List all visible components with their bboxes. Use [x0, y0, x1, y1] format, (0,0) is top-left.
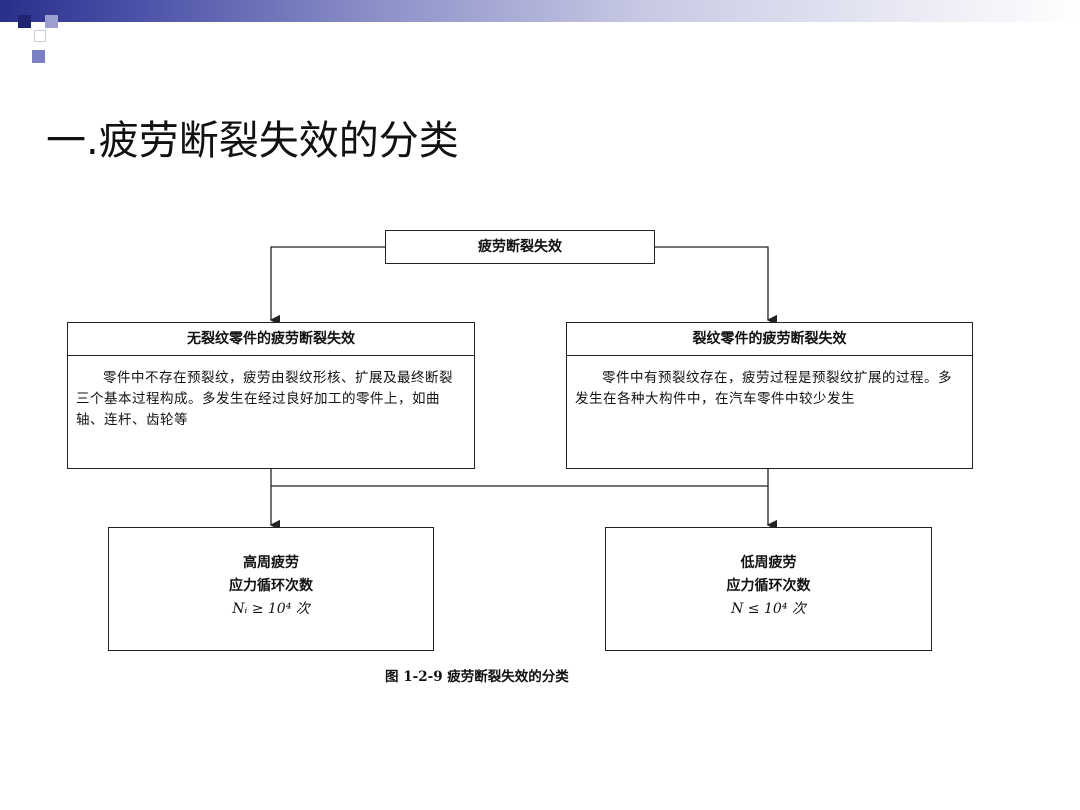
- node-sublabel: 应力循环次数: [726, 578, 811, 594]
- node-low-cycle-fatigue: 低周疲劳 应力循环次数 N ≤ 10⁴ 次: [605, 527, 932, 651]
- root-node: 疲劳断裂失效: [385, 230, 655, 264]
- connector-root-right: [655, 246, 778, 326]
- node-high-cycle-fatigue: 高周疲劳 应力循环次数 Nᵢ ≥ 10⁴ 次: [108, 527, 434, 651]
- cycle-condition: Nᵢ ≥ 10⁴ 次: [232, 601, 310, 617]
- header-gradient-bar: [0, 0, 1080, 22]
- page-title: 一.疲劳断裂失效的分类: [46, 118, 459, 164]
- node-cracked-fatigue: 裂纹零件的疲劳断裂失效 零件中有预裂纹存在，疲劳过程是预裂纹扩展的过程。多发生在…: [566, 322, 973, 469]
- decor-square: [18, 15, 31, 28]
- cycle-condition: N ≤ 10⁴ 次: [731, 601, 806, 617]
- node-label: 低周疲劳: [740, 555, 797, 571]
- node-label: 高周疲劳: [243, 555, 299, 571]
- node-uncracked-fatigue: 无裂纹零件的疲劳断裂失效 零件中不存在预裂纹，疲劳由裂纹形核、扩展及最终断裂三个…: [67, 322, 475, 469]
- node-heading: 无裂纹零件的疲劳断裂失效: [68, 323, 474, 356]
- connector-root-left: [269, 246, 385, 326]
- node-description: 零件中有预裂纹存在，疲劳过程是预裂纹扩展的过程。多发生在各种大构件中，在汽车零件…: [575, 370, 952, 407]
- node-heading: 裂纹零件的疲劳断裂失效: [567, 323, 972, 356]
- node-description: 零件中不存在预裂纹，疲劳由裂纹形核、扩展及最终断裂三个基本过程构成。多发生在经过…: [76, 370, 453, 428]
- decor-square: [32, 50, 45, 63]
- node-sublabel: 应力循环次数: [229, 578, 313, 594]
- decor-square: [45, 15, 58, 28]
- decor-square: [34, 30, 46, 42]
- figure-caption: 图 1-2-9 疲劳断裂失效的分类: [385, 669, 569, 685]
